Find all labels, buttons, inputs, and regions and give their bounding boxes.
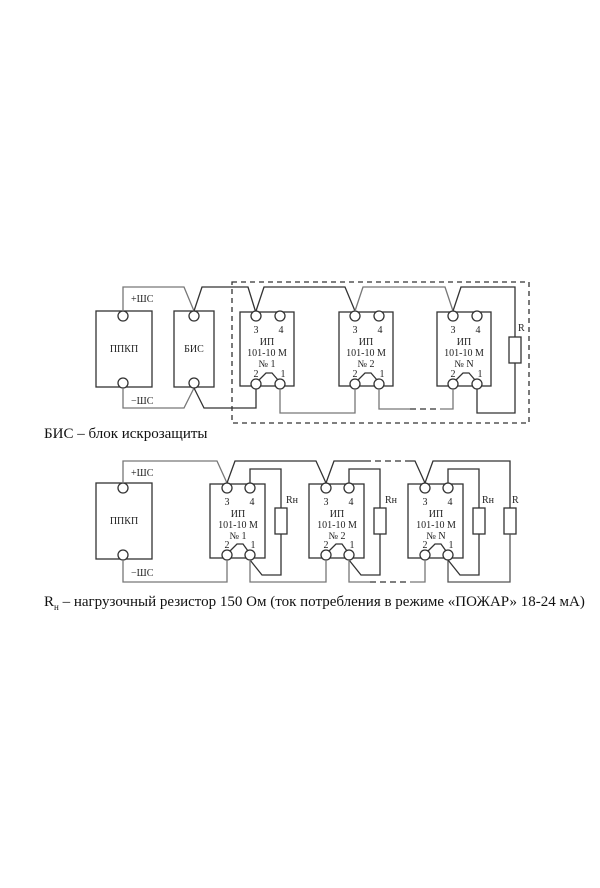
- caption-symbol: R: [44, 594, 55, 610]
- svg-text:3: 3: [353, 325, 358, 336]
- svg-text:ИП: ИП: [429, 509, 443, 520]
- plus-label-2: +ШС: [131, 468, 154, 479]
- minus-label-2: −ШС: [131, 568, 154, 579]
- detector-2-1-labels: 3 4 ИП 101-10 М № 1 2 1: [218, 497, 258, 551]
- svg-text:101-10 М: 101-10 М: [218, 520, 258, 531]
- svg-text:3: 3: [423, 497, 428, 508]
- end-resistor-2: [503, 507, 517, 535]
- wire: [193, 384, 257, 409]
- svg-text:101-10 М: 101-10 М: [247, 348, 287, 359]
- svg-text:№ 2: № 2: [328, 531, 345, 542]
- detector-2-n-body: [407, 483, 464, 559]
- caption-load-resistor: Rн – нагрузочный резистор 150 Ом (ток по…: [44, 594, 585, 612]
- svg-text:ИП: ИП: [359, 337, 373, 348]
- svg-text:3: 3: [225, 497, 230, 508]
- ppkp-label-2: ППКП: [110, 516, 138, 527]
- detector-2-1-body: [209, 483, 266, 559]
- ppkp1-plus-terminal: [117, 310, 129, 322]
- end-resistor-label-2: R: [512, 495, 519, 506]
- svg-text:3: 3: [254, 325, 259, 336]
- caption-bis: БИС – блок искрозащиты: [44, 426, 208, 442]
- svg-text:ИП: ИП: [330, 509, 344, 520]
- detector-n-body: [436, 311, 492, 387]
- svg-text:4: 4: [448, 497, 453, 508]
- svg-text:№ 2: № 2: [357, 359, 374, 370]
- svg-text:№ N: № N: [426, 531, 445, 542]
- svg-text:101-10 М: 101-10 М: [346, 348, 386, 359]
- ppkp-label-1: ППКП: [110, 344, 138, 355]
- bis-label: БИС: [184, 344, 204, 355]
- wire: [122, 387, 195, 409]
- bis-bottom-terminal: [188, 377, 200, 389]
- load-resistor-1: [274, 507, 288, 535]
- svg-text:1: 1: [478, 369, 483, 380]
- load-resistor-label-n: Rн: [482, 495, 495, 506]
- svg-text:1: 1: [251, 540, 256, 551]
- caption-text: – нагрузочный резистор 150 Ом (ток потре…: [58, 594, 585, 610]
- svg-text:ИП: ИП: [457, 337, 471, 348]
- svg-text:2: 2: [254, 369, 259, 380]
- load-resistor-label-2: Rн: [385, 495, 398, 506]
- detector-1-labels: 3 4 ИП 101-10 М № 1 2 1: [247, 325, 287, 380]
- minus-label-1: −ШС: [131, 396, 154, 407]
- detector-1-body: [239, 311, 295, 387]
- svg-text:2: 2: [353, 369, 358, 380]
- svg-text:1: 1: [380, 369, 385, 380]
- load-resistor-2: [373, 507, 387, 535]
- svg-text:101-10 М: 101-10 М: [416, 520, 456, 531]
- svg-text:2: 2: [423, 540, 428, 551]
- svg-text:4: 4: [250, 497, 255, 508]
- svg-text:101-10 М: 101-10 М: [444, 348, 484, 359]
- ppkp1-minus-terminal: [117, 377, 129, 389]
- svg-text:3: 3: [324, 497, 329, 508]
- svg-text:ИП: ИП: [260, 337, 274, 348]
- load-resistor-n: [472, 507, 486, 535]
- svg-text:2: 2: [324, 540, 329, 551]
- svg-text:№ N: № N: [454, 359, 473, 370]
- detector-2-labels: 3 4 ИП 101-10 М № 2 2 1: [346, 325, 386, 380]
- end-resistor-label-1: R: [518, 323, 525, 334]
- caption-subscript: н: [54, 602, 59, 612]
- wire: [193, 286, 257, 314]
- bis-top-terminal: [188, 310, 200, 322]
- detector-n-labels: 3 4 ИП 101-10 М № N 2 1: [444, 325, 484, 380]
- svg-text:1: 1: [281, 369, 286, 380]
- end-resistor-1: [508, 336, 522, 364]
- svg-text:4: 4: [349, 497, 354, 508]
- detector-2-2-labels: 3 4 ИП 101-10 М № 2 2 1: [317, 497, 357, 551]
- load-resistor-label-1: Rн: [286, 495, 299, 506]
- svg-text:ИП: ИП: [231, 509, 245, 520]
- svg-text:3: 3: [451, 325, 456, 336]
- detector-2-2-body: [308, 483, 365, 559]
- svg-text:№ 1: № 1: [258, 359, 275, 370]
- svg-text:1: 1: [350, 540, 355, 551]
- svg-text:4: 4: [378, 325, 383, 336]
- svg-text:4: 4: [279, 325, 284, 336]
- wire: [122, 286, 195, 312]
- hazard-zone-boundary: [231, 281, 530, 424]
- svg-text:4: 4: [476, 325, 481, 336]
- plus-label-1: +ШС: [131, 294, 154, 305]
- svg-text:2: 2: [225, 540, 230, 551]
- detector-2-n-labels: 3 4 ИП 101-10 М № N 2 1: [416, 497, 456, 551]
- svg-text:1: 1: [449, 540, 454, 551]
- svg-text:101-10 М: 101-10 М: [317, 520, 357, 531]
- detector-2-body: [338, 311, 394, 387]
- svg-text:2: 2: [451, 369, 456, 380]
- svg-text:№ 1: № 1: [229, 531, 246, 542]
